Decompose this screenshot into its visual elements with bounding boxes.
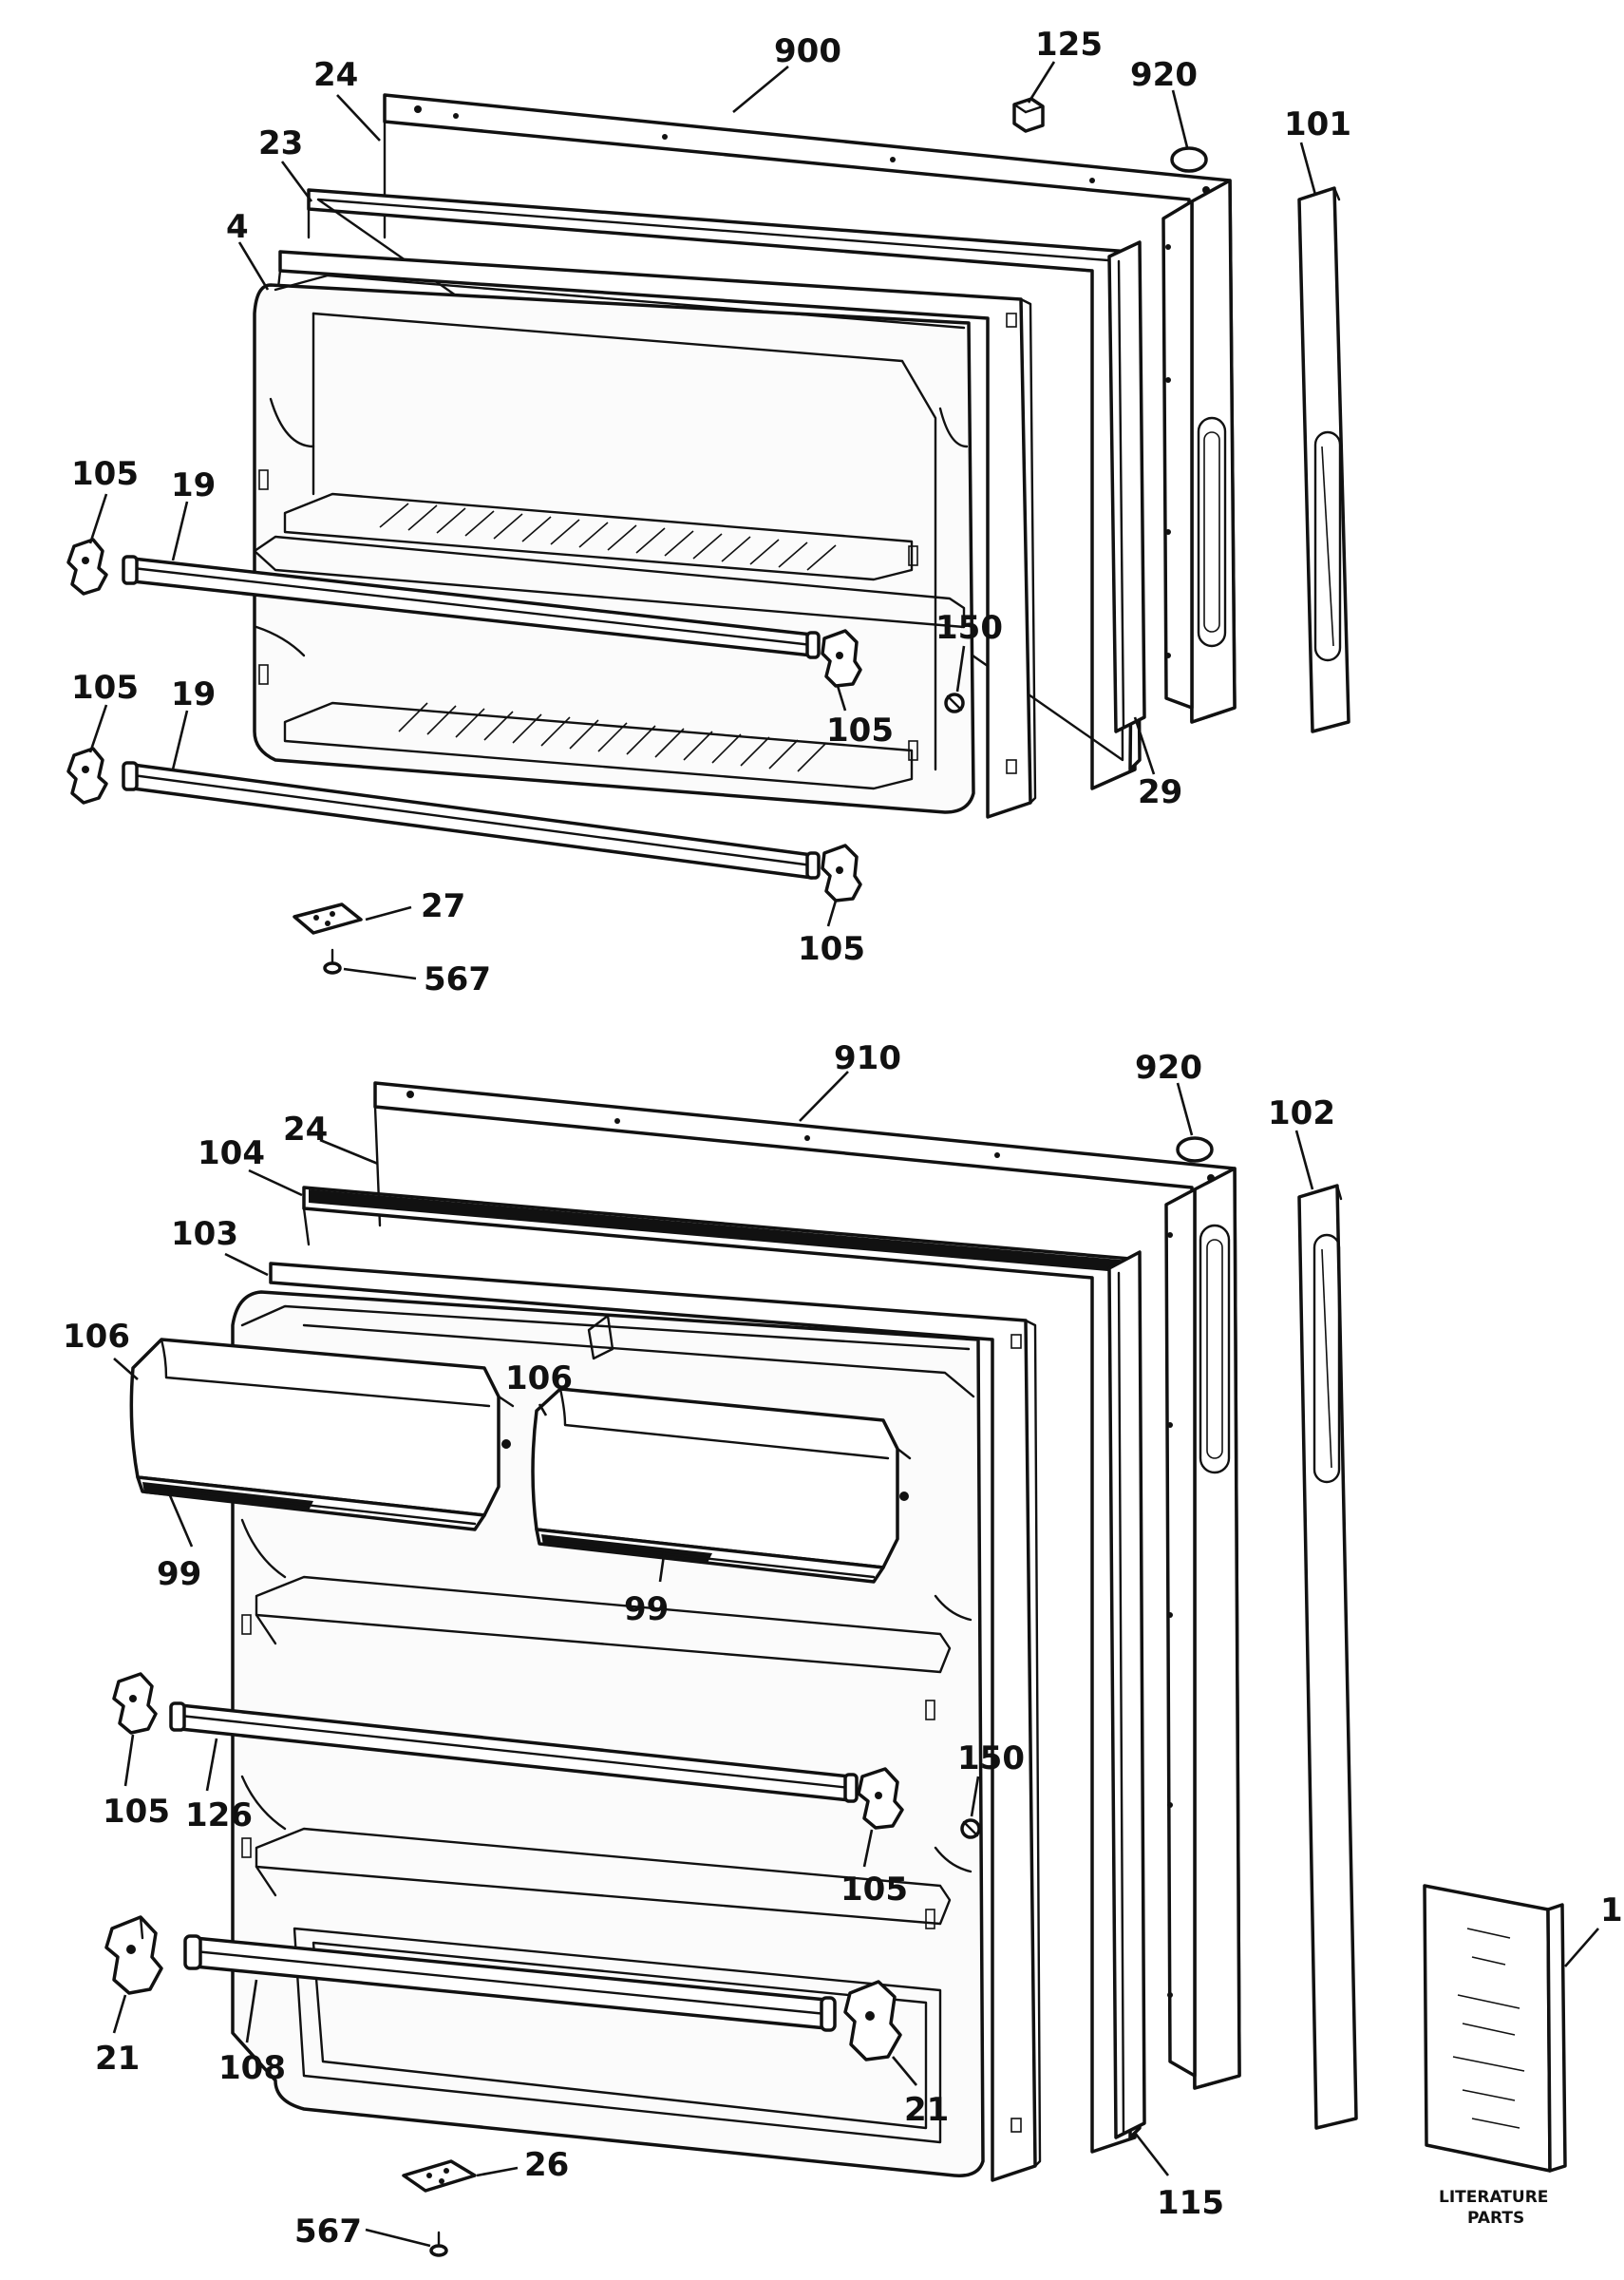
callout-910: 910 bbox=[834, 1039, 901, 1077]
rail-bracket-21-left bbox=[104, 1915, 163, 1995]
literature-label-line1: LITERATURE bbox=[1439, 2188, 1548, 2207]
callout-125: 125 bbox=[1035, 26, 1103, 64]
dairy-bin-99-left bbox=[136, 1475, 486, 1531]
callout-labels: 900 125 920 101 24 23 4 105 19 105 19 15… bbox=[63, 26, 1623, 2251]
callout-1: 1 bbox=[1600, 1891, 1623, 1929]
callout-115: 115 bbox=[1157, 2184, 1224, 2222]
freezer-door-assembly bbox=[66, 93, 1350, 975]
callout-23: 23 bbox=[258, 124, 303, 162]
callout-24-upper: 24 bbox=[313, 56, 358, 94]
door-liner-rim-4 bbox=[274, 250, 1037, 819]
shelf-rail-19-lower bbox=[122, 761, 821, 880]
handle-trim-102 bbox=[1297, 1184, 1358, 2130]
rail-bracket-105-b bbox=[66, 747, 108, 805]
screw-567-upper bbox=[323, 948, 342, 975]
literature-label-line2: PARTS bbox=[1467, 2209, 1524, 2228]
callout-103: 103 bbox=[171, 1215, 238, 1253]
callout-99-right: 99 bbox=[624, 1590, 669, 1628]
callout-567-upper: 567 bbox=[424, 960, 491, 998]
callout-21-right: 21 bbox=[904, 2091, 949, 2129]
callout-19-upper: 19 bbox=[171, 466, 216, 504]
callout-567-lower: 567 bbox=[294, 2213, 362, 2251]
cap-920-upper bbox=[1170, 146, 1208, 173]
rail-bracket-21-right bbox=[843, 1980, 902, 2062]
dairy-cover-106-right bbox=[531, 1387, 912, 1569]
breaker-strip-115 bbox=[1107, 1250, 1146, 2139]
shelf-rail-126 bbox=[169, 1701, 859, 1803]
callout-920-lower: 920 bbox=[1135, 1049, 1202, 1087]
dairy-cover-106-left bbox=[129, 1338, 515, 1517]
outer-door-panel-900 bbox=[383, 93, 1237, 724]
shelf-ribs-lower bbox=[398, 702, 827, 772]
callout-4: 4 bbox=[226, 208, 249, 246]
rail-bracket-105-a bbox=[66, 538, 108, 596]
plug-125 bbox=[1012, 97, 1045, 133]
callout-21-left: 21 bbox=[95, 2040, 140, 2078]
rail-bracket-105-e bbox=[112, 1672, 158, 1735]
callout-108: 108 bbox=[218, 2049, 286, 2087]
callout-99-left: 99 bbox=[157, 1555, 201, 1593]
callout-105-c: 105 bbox=[826, 712, 894, 750]
door-liner-rim-103 bbox=[269, 1262, 1042, 2182]
callout-150-upper: 150 bbox=[935, 609, 1003, 647]
dairy-bin-99-right bbox=[535, 1528, 885, 1584]
callout-104: 104 bbox=[198, 1134, 265, 1172]
shelf-ribs-upper bbox=[379, 503, 837, 571]
hinge-plate-27 bbox=[293, 902, 363, 935]
callout-150-lower: 150 bbox=[957, 1739, 1025, 1777]
screw-150-upper bbox=[944, 693, 965, 713]
callout-105-f: 105 bbox=[840, 1871, 908, 1909]
screw-150-lower bbox=[960, 1818, 981, 1839]
handle-trim-101 bbox=[1297, 186, 1350, 733]
callout-900: 900 bbox=[774, 32, 841, 70]
fresh-food-door-assembly bbox=[104, 1081, 1567, 2257]
callout-29: 29 bbox=[1138, 773, 1182, 811]
shelf-rail-19-upper bbox=[122, 555, 821, 659]
shelf-rail-108 bbox=[183, 1934, 837, 2032]
rail-bracket-105-c bbox=[821, 629, 862, 688]
callout-101: 101 bbox=[1284, 105, 1351, 143]
callout-106-right: 106 bbox=[505, 1359, 573, 1397]
breaker-strip-29 bbox=[1107, 240, 1146, 733]
outer-door-panel-910 bbox=[373, 1081, 1241, 2090]
callout-105-e: 105 bbox=[103, 1793, 170, 1831]
callout-105-b: 105 bbox=[71, 669, 139, 707]
callout-102: 102 bbox=[1268, 1094, 1335, 1132]
screw-567-lower bbox=[429, 2231, 448, 2257]
callout-920-upper: 920 bbox=[1130, 56, 1198, 94]
rail-bracket-105-d bbox=[821, 844, 862, 902]
callout-106-left: 106 bbox=[63, 1318, 130, 1356]
cap-920-lower bbox=[1176, 1136, 1214, 1163]
callout-126: 126 bbox=[185, 1796, 253, 1834]
callout-27: 27 bbox=[421, 887, 465, 925]
callout-105-a: 105 bbox=[71, 455, 139, 493]
callout-24-lower: 24 bbox=[283, 1111, 328, 1149]
freezer-liner-bin bbox=[253, 274, 975, 814]
literature-booklet-1 bbox=[1423, 1884, 1567, 2173]
hinge-plate-26 bbox=[402, 2159, 477, 2193]
leader-lines bbox=[88, 61, 1599, 2248]
callout-105-d: 105 bbox=[798, 930, 865, 968]
rail-bracket-105-f bbox=[857, 1767, 904, 1830]
callout-26: 26 bbox=[524, 2146, 569, 2184]
callout-19-lower: 19 bbox=[171, 675, 216, 713]
